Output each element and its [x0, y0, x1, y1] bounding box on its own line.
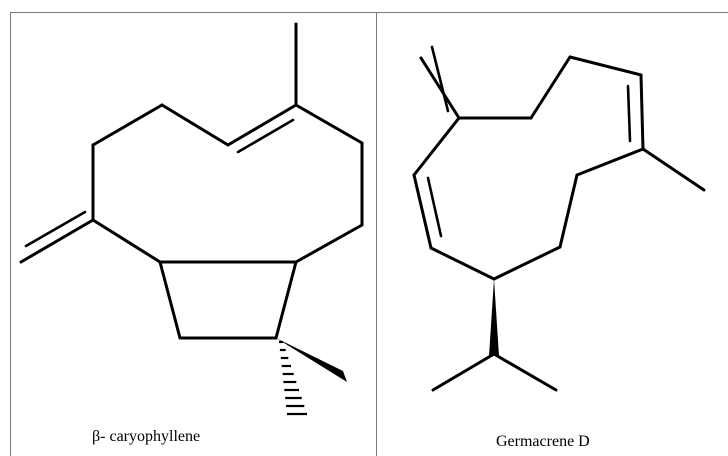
right-panel [376, 12, 728, 456]
exocyclic-methylene [19, 210, 95, 264]
ten-membered-ring [412, 55, 645, 281]
hashed-bond-methyl [279, 340, 307, 416]
cyclobutane-ring [158, 260, 298, 340]
isopropyl-branches [431, 352, 558, 392]
left-panel [10, 12, 377, 456]
wedge-bond-methyl [276, 338, 347, 382]
beta-caryophyllene-label: β- caryophyllene [92, 428, 201, 445]
wedge-bond-isopropyl [489, 279, 499, 356]
ring-double-bond-inner-lines [426, 84, 632, 238]
methyl-group-right [641, 147, 706, 192]
nine-membered-ring [91, 103, 364, 264]
germacrene-d-structure [412, 45, 706, 392]
germacrene-d-label: Germacrene D [496, 433, 590, 450]
beta-caryophyllene-structure [19, 22, 364, 416]
ring-double-bond-inner-line [236, 118, 295, 154]
exocyclic-methylene-right [419, 45, 461, 120]
